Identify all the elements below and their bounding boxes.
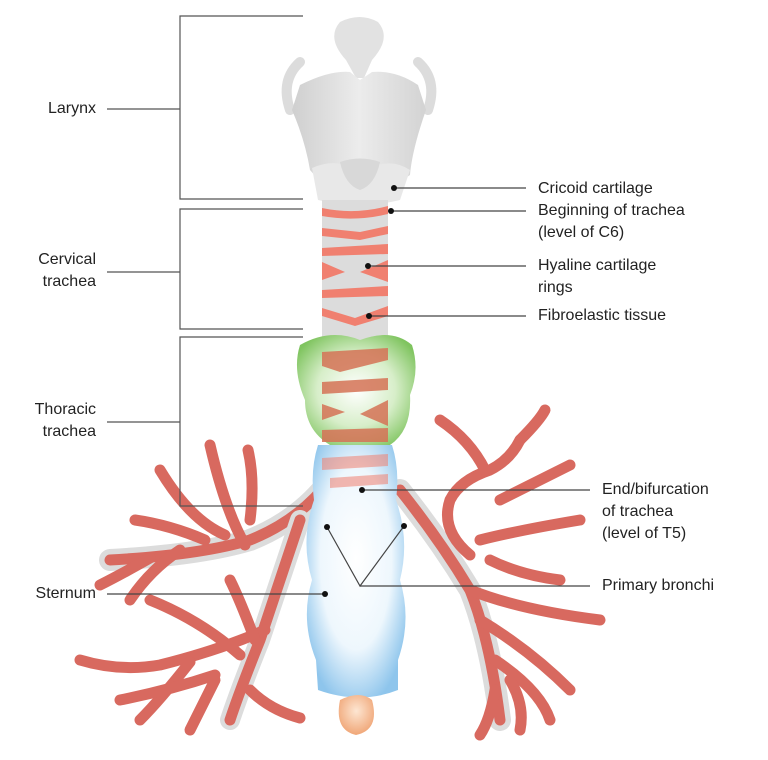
sternum-illustration	[306, 445, 406, 735]
label-end-bifurcation: End/bifurcation of trachea (level of T5)	[602, 481, 709, 542]
label-thoracic-trachea: Thoracic trachea	[34, 401, 96, 440]
label-cervical-trachea: Cervical trachea	[38, 251, 96, 290]
label-fibroelastic-tissue: Fibroelastic tissue	[538, 307, 667, 324]
pointer-dots	[322, 185, 407, 597]
label-hyaline-cartilage-rings: Hyaline cartilage rings	[538, 257, 657, 296]
right-bronchial-tree	[389, 404, 606, 741]
larynx-illustration	[281, 17, 437, 205]
left-bronchial-tree	[74, 439, 341, 736]
label-cricoid-cartilage: Cricoid cartilage	[538, 180, 653, 197]
label-beginning-of-trachea: Beginning of trachea (level of C6)	[538, 202, 685, 241]
label-larynx: Larynx	[47, 100, 96, 117]
cervical-trachea-illustration	[322, 200, 388, 340]
bracket-lines	[107, 15, 303, 507]
label-primary-bronchi: Primary bronchi	[602, 577, 715, 594]
leader-lines	[107, 187, 590, 595]
thyroid-gland-illustration	[296, 335, 416, 445]
label-sternum: Sternum	[35, 585, 96, 602]
